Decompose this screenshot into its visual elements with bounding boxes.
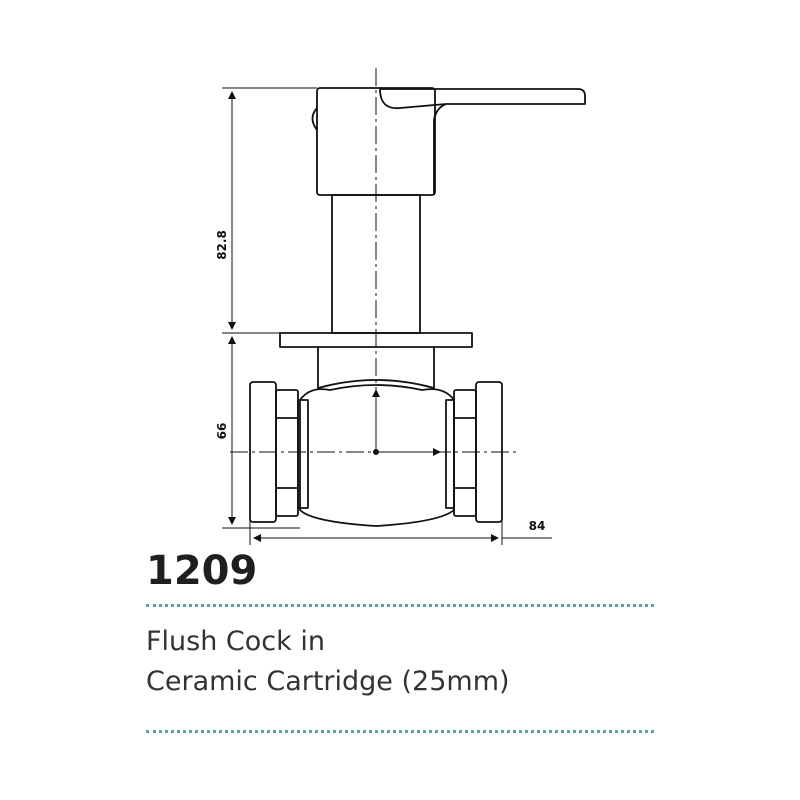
dim-label-upper: 82.8 bbox=[215, 230, 229, 260]
handle-lever bbox=[379, 88, 586, 195]
technical-drawing: 82.8 66 84 bbox=[215, 68, 586, 545]
divider-top bbox=[146, 604, 654, 607]
product-code: 1209 bbox=[146, 548, 258, 594]
dim-label-lower: 66 bbox=[215, 423, 229, 440]
left-nut-inner bbox=[275, 389, 299, 517]
dim-label-width: 84 bbox=[529, 519, 546, 533]
cap-knob bbox=[311, 107, 318, 131]
product-description: Flush Cock in Ceramic Cartridge (25mm) bbox=[146, 622, 510, 702]
right-nut-inner bbox=[453, 389, 477, 517]
divider-bottom bbox=[146, 730, 654, 733]
valve-body bbox=[299, 384, 455, 527]
description-line-2: Ceramic Cartridge (25mm) bbox=[146, 666, 510, 697]
description-line-1: Flush Cock in bbox=[146, 626, 325, 657]
